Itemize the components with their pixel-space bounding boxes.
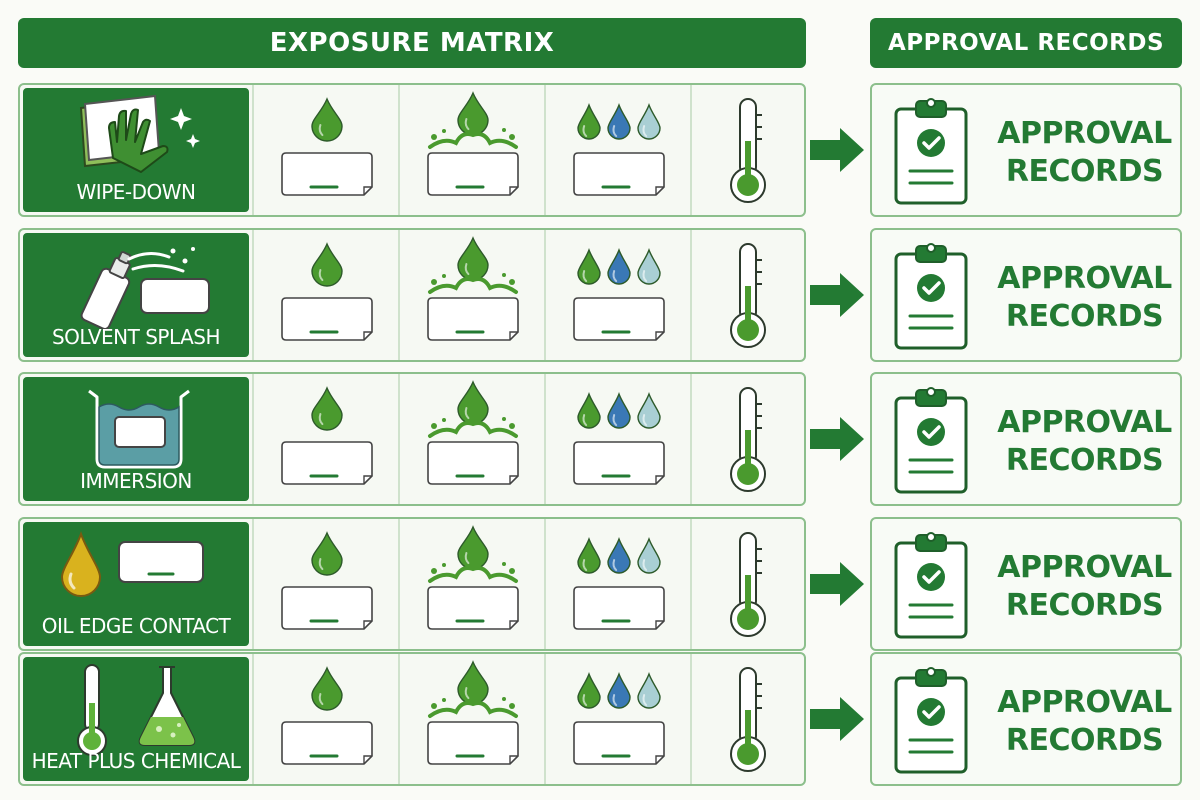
single-drop-label-icon <box>252 654 398 784</box>
single-drop-label-icon <box>252 85 398 215</box>
clipboard-check-icon <box>894 532 968 639</box>
approval-label-line2: RECORDS <box>1005 299 1164 334</box>
approval-records-header: APPROVAL RECORDS <box>870 18 1182 68</box>
clipboard-check-icon <box>894 243 968 350</box>
thermometer-icon <box>690 230 804 360</box>
splash-drop-label-icon <box>398 230 544 360</box>
splash-drop-label-icon <box>398 85 544 215</box>
exposure-label: WIPE-DOWN <box>76 180 196 204</box>
thermometer-icon <box>690 654 804 784</box>
matrix-row: HEAT PLUS CHEMICAL <box>18 652 806 786</box>
clipboard-check-icon <box>894 98 968 205</box>
single-drop-label-icon <box>252 230 398 360</box>
clipboard-check-icon <box>894 667 968 774</box>
approval-label-line2: RECORDS <box>1005 154 1164 189</box>
exposure-label-cell: SOLVENT SPLASH <box>20 230 252 360</box>
exposure-matrix-header: EXPOSURE MATRIX <box>18 18 806 68</box>
matrix-row: WIPE-DOWN <box>18 83 806 217</box>
multi-drop-label-icon <box>544 230 690 360</box>
exposure-label-cell: WIPE-DOWN <box>20 85 252 215</box>
thermometer-icon <box>690 85 804 215</box>
matrix-row: SOLVENT SPLASH <box>18 228 806 362</box>
splash-drop-label-icon <box>398 374 544 504</box>
arrow-right-icon <box>810 697 864 741</box>
approval-label-line1: APPROVAL <box>997 116 1172 151</box>
exposure-matrix-title: EXPOSURE MATRIX <box>269 28 555 58</box>
exposure-label: HEAT PLUS CHEMICAL <box>31 749 241 773</box>
approval-label-line2: RECORDS <box>1005 723 1164 758</box>
thermometer-icon <box>690 519 804 649</box>
approval-label-line1: APPROVAL <box>997 405 1172 440</box>
thermometer-icon <box>690 374 804 504</box>
exposure-label-cell: HEAT PLUS CHEMICAL <box>20 654 252 784</box>
exposure-label: IMMERSION <box>80 469 192 493</box>
splash-drop-label-icon <box>398 654 544 784</box>
multi-drop-label-icon <box>544 374 690 504</box>
approval-label-line2: RECORDS <box>1005 443 1164 478</box>
exposure-label: OIL EDGE CONTACT <box>41 614 231 638</box>
approval-records-title: APPROVAL RECORDS <box>887 30 1165 56</box>
single-drop-label-icon <box>252 374 398 504</box>
exposure-label-cell: IMMERSION <box>20 374 252 504</box>
multi-drop-label-icon <box>544 519 690 649</box>
multi-drop-label-icon <box>544 654 690 784</box>
matrix-row: IMMERSION <box>18 372 806 506</box>
arrow-right-icon <box>810 562 864 606</box>
approval-label-line2: RECORDS <box>1005 588 1164 623</box>
multi-drop-label-icon <box>544 85 690 215</box>
exposure-label: SOLVENT SPLASH <box>51 325 221 349</box>
single-drop-label-icon <box>252 519 398 649</box>
matrix-row: OIL EDGE CONTACT <box>18 517 806 651</box>
arrow-right-icon <box>810 417 864 461</box>
approval-label-line1: APPROVAL <box>997 550 1172 585</box>
arrow-right-icon <box>810 273 864 317</box>
approval-label-line1: APPROVAL <box>997 685 1172 720</box>
approval-label-line1: APPROVAL <box>997 261 1172 296</box>
clipboard-check-icon <box>894 387 968 494</box>
splash-drop-label-icon <box>398 519 544 649</box>
arrow-right-icon <box>810 128 864 172</box>
exposure-label-cell: OIL EDGE CONTACT <box>20 519 252 649</box>
